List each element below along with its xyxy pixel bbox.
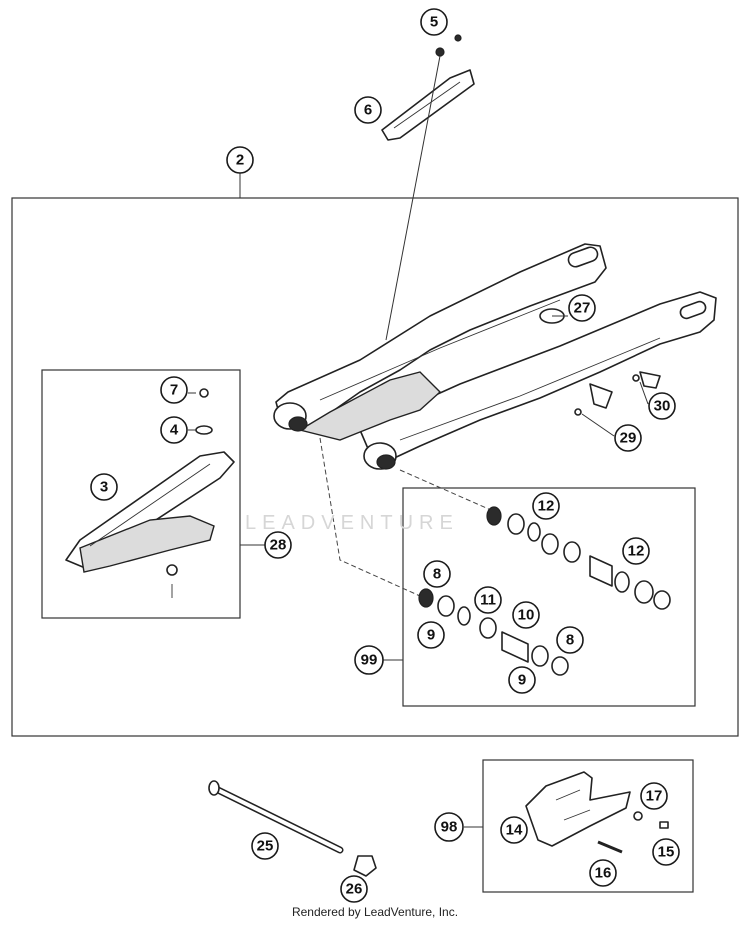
upper-slider-drawing (381, 34, 475, 341)
svg-text:5: 5 (430, 14, 438, 31)
svg-text:7: 7 (170, 382, 178, 399)
callout-9-left: 9 (417, 621, 445, 649)
callout-2: 2 (226, 146, 254, 174)
svg-text:15: 15 (658, 844, 675, 861)
callout-29: 29 (614, 424, 642, 452)
callout-98: 98 (434, 812, 464, 842)
svg-text:3: 3 (100, 479, 108, 496)
svg-text:12: 12 (538, 498, 555, 515)
svg-text:29: 29 (620, 430, 637, 447)
callout-11: 11 (474, 586, 502, 614)
callout-30: 30 (648, 392, 676, 420)
svg-text:25: 25 (257, 838, 274, 855)
svg-text:8: 8 (433, 566, 441, 583)
callout-26: 26 (340, 875, 368, 903)
callout-15: 15 (652, 838, 680, 866)
callout-6: 6 (354, 96, 382, 124)
svg-text:28: 28 (270, 537, 287, 554)
callout-9-right: 9 (508, 666, 536, 694)
svg-text:27: 27 (574, 300, 591, 317)
svg-text:30: 30 (654, 398, 671, 415)
callout-14: 14 (500, 816, 528, 844)
footer-credit: Rendered by LeadVenture, Inc. (291, 905, 459, 919)
callout-7: 7 (160, 376, 188, 404)
callout-3: 3 (90, 473, 118, 501)
callout-5: 5 (420, 8, 448, 36)
pivot-axle-drawing (208, 780, 377, 877)
svg-text:16: 16 (595, 865, 612, 882)
chain-guide-drawing (525, 771, 669, 854)
callout-17: 17 (640, 782, 668, 810)
watermark-text: LEADVENTURE (245, 512, 459, 534)
chain-slider-group-frame (41, 369, 241, 619)
callout-99: 99 (354, 645, 384, 675)
svg-text:6: 6 (364, 102, 372, 119)
svg-text:17: 17 (646, 788, 663, 805)
svg-text:4: 4 (170, 422, 179, 439)
svg-text:9: 9 (427, 627, 435, 644)
callout-8-right: 8 (556, 626, 584, 654)
svg-text:99: 99 (361, 652, 378, 669)
callout-25: 25 (251, 832, 279, 860)
swingarm-drawing (273, 243, 717, 470)
svg-text:9: 9 (518, 672, 526, 689)
callout-4: 4 (160, 416, 188, 444)
callout-16: 16 (589, 859, 617, 887)
callout-10: 10 (512, 601, 540, 629)
svg-text:8: 8 (566, 632, 574, 649)
bearing-kit-group-frame (402, 487, 696, 707)
swingarm-assembly-frame (11, 197, 739, 737)
chain-slider-drawing (65, 388, 235, 598)
callout-27: 27 (568, 294, 596, 322)
svg-text:14: 14 (506, 822, 523, 839)
chain-guide-group-frame (482, 759, 694, 893)
svg-text:12: 12 (628, 543, 645, 560)
svg-text:98: 98 (441, 819, 458, 836)
callout-8-left: 8 (423, 560, 451, 588)
callout-28: 28 (264, 531, 292, 559)
callout-12-upper: 12 (532, 492, 560, 520)
bearing-kit-upper-drawing (486, 506, 671, 610)
svg-text:2: 2 (236, 152, 244, 169)
svg-text:11: 11 (480, 592, 496, 609)
bearing-kit-lower-drawing (418, 588, 569, 676)
svg-text:26: 26 (346, 881, 363, 898)
svg-text:10: 10 (518, 607, 535, 624)
callout-12-lower: 12 (622, 537, 650, 565)
